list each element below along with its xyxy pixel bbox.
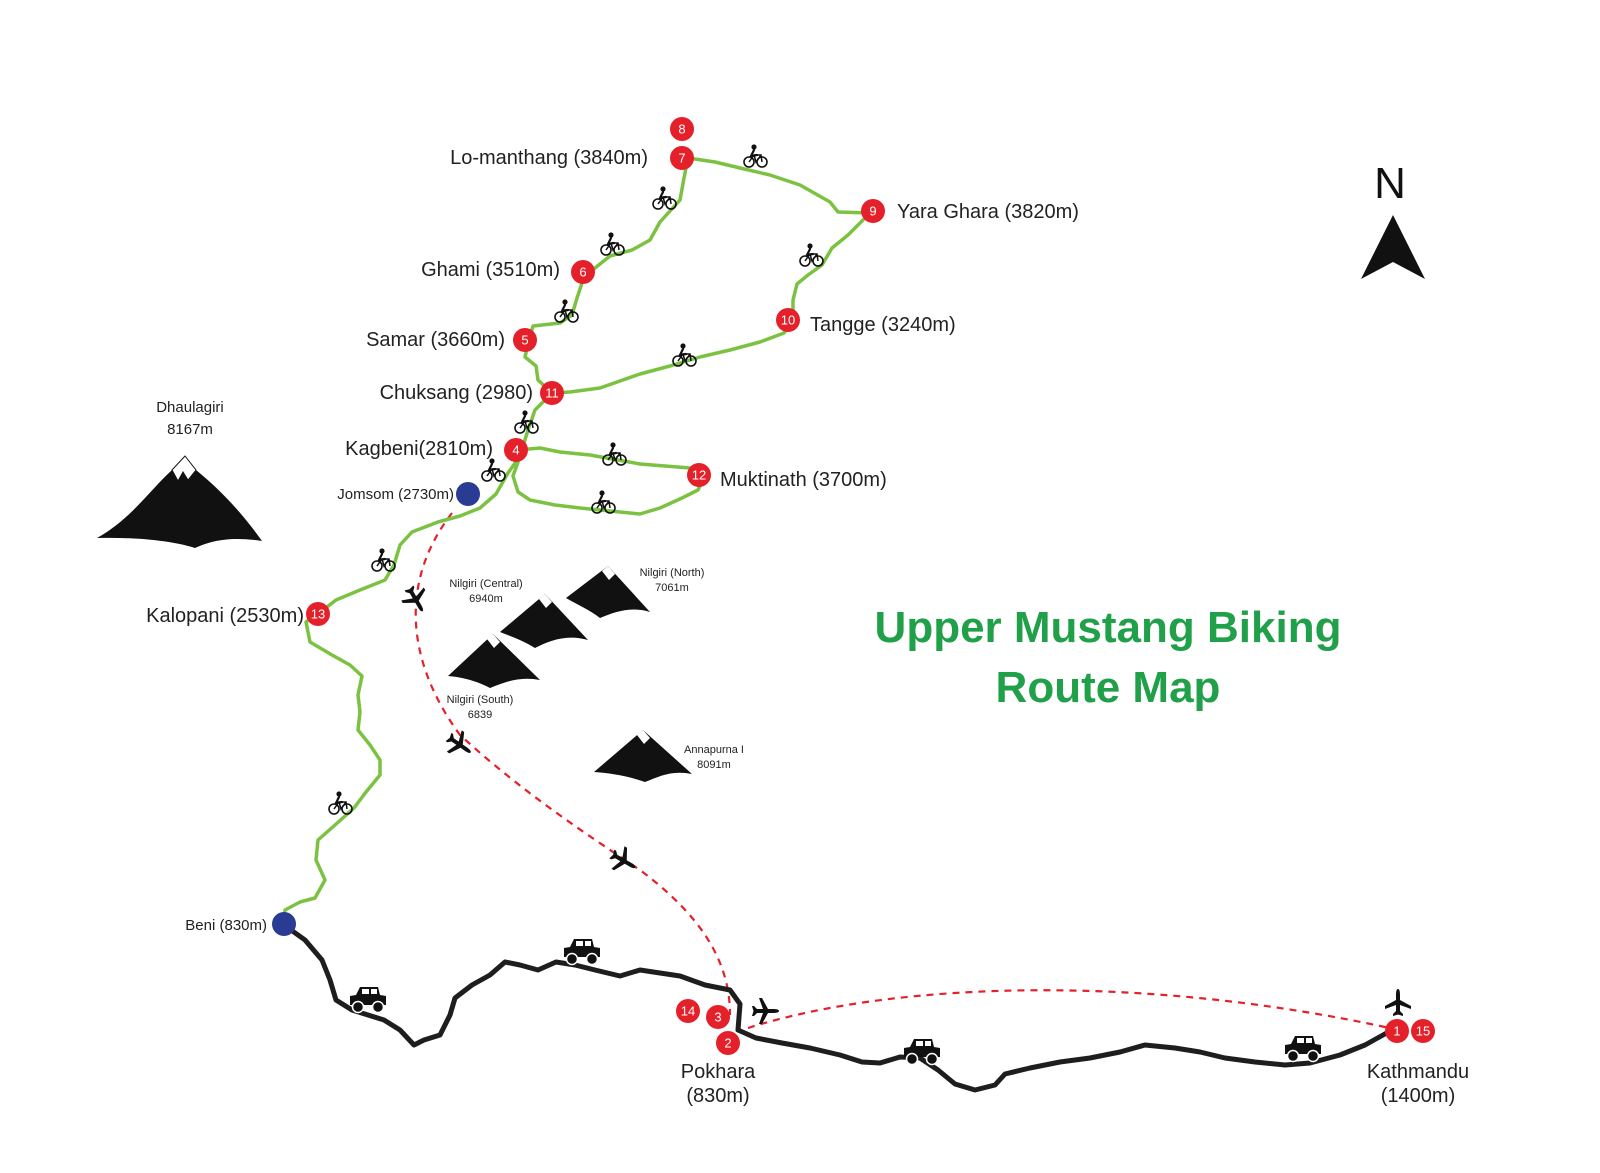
stop-label-elevation: (830m)	[686, 1085, 749, 1107]
stop-badge: 15	[1416, 1024, 1430, 1039]
stop-pokhara: 14 3 2 Pokhara (830m)	[676, 999, 756, 1107]
stop-label: Pokhara	[681, 1061, 756, 1083]
mountain-dhaulagiri: Dhaulagiri 8167m	[97, 399, 262, 548]
stop-badge: 5	[521, 333, 528, 348]
map-title-line1: Upper Mustang Biking	[875, 603, 1342, 652]
stop-label: Ghami (3510m)	[421, 259, 560, 281]
stop-kathmandu: 1 15 Kathmandu (1400m)	[1367, 1019, 1469, 1107]
mountain-name: Nilgiri (North)	[640, 567, 705, 579]
stop-badge: 13	[311, 607, 325, 622]
stop-badge: 14	[681, 1004, 695, 1019]
waypoint-jomsom: Jomsom (2730m)	[337, 482, 480, 506]
stop-label: Yara Ghara (3820m)	[897, 201, 1079, 223]
waypoint-label: Beni (830m)	[185, 917, 267, 934]
stop-tangge: 10 Tangge (3240m)	[776, 308, 956, 336]
stop-badge: 10	[781, 313, 795, 328]
mountain-height: 7061m	[655, 582, 689, 594]
stop-badge: 3	[714, 1010, 721, 1025]
stop-label: Tangge (3240m)	[810, 314, 956, 336]
airplane-icon	[1385, 989, 1411, 1016]
stop-badge: 11	[545, 386, 559, 401]
jeep-icon	[349, 986, 387, 1014]
north-arrow-icon: N	[1361, 159, 1425, 279]
stop-kagbeni: 4 Kagbeni(2810m)	[345, 438, 528, 462]
stop-label: Kathmandu	[1367, 1061, 1469, 1083]
stop-samar: 5 Samar (3660m)	[366, 328, 537, 352]
mountain-nilgiri-south: Nilgiri (South) 6839	[447, 634, 540, 721]
mountain-annapurna-1: Annapurna I 8091m	[594, 730, 744, 782]
stop-badge: 8	[678, 122, 685, 137]
jeep-icon	[563, 938, 601, 966]
bicycle-icon	[742, 143, 769, 169]
stop-lo-manthang: 8 7 Lo-manthang (3840m)	[450, 117, 694, 170]
stop-badge: 2	[724, 1036, 731, 1051]
bicycle-icon	[798, 242, 825, 268]
airplane-icon	[441, 726, 479, 764]
mountain-nilgiri-central: Nilgiri (Central) 6940m	[449, 578, 588, 648]
stop-label: Samar (3660m)	[366, 329, 505, 351]
flight-route-jomsom-pokhara	[414, 512, 732, 1016]
mountain-name: Dhaulagiri	[156, 399, 224, 416]
map-title-line2: Route Map	[996, 663, 1221, 712]
north-label: N	[1374, 159, 1406, 208]
mountain-name: Annapurna I	[684, 744, 744, 756]
stop-label: Kalopani (2530m)	[146, 605, 304, 627]
mountain-height: 6940m	[469, 593, 503, 605]
stop-badge: 7	[678, 151, 685, 166]
stop-ghami: 6 Ghami (3510m)	[421, 259, 595, 284]
stop-label: Muktinath (3700m)	[720, 469, 887, 491]
stop-badge: 6	[579, 265, 586, 280]
stop-label: Kagbeni(2810m)	[345, 438, 493, 460]
stop-label-elevation: (1400m)	[1381, 1085, 1455, 1107]
stop-kalopani: 13 Kalopani (2530m)	[146, 602, 330, 627]
waypoint-label: Jomsom (2730m)	[337, 486, 454, 503]
mountain-nilgiri-north: Nilgiri (North) 7061m	[566, 566, 704, 618]
stop-badge: 1	[1393, 1024, 1400, 1039]
jeep-route-beni-pokhara-kathmandu	[281, 922, 1395, 1093]
stop-badge: 9	[869, 204, 876, 219]
mountain-height: 6839	[468, 709, 492, 721]
stop-badge: 4	[512, 443, 519, 458]
mountain-height: 8167m	[167, 421, 213, 438]
stop-yara-ghara: 9 Yara Ghara (3820m)	[861, 199, 1079, 223]
flight-route-pokhara-kathmandu	[747, 989, 1395, 1031]
stop-chuksang: 11 Chuksang (2980)	[380, 381, 564, 405]
mountain-height: 8091m	[697, 759, 731, 771]
mountain-name: Nilgiri (Central)	[449, 578, 522, 590]
waypoint-beni: Beni (830m)	[185, 912, 296, 936]
stop-label: Lo-manthang (3840m)	[450, 147, 648, 169]
mountain-name: Nilgiri (South)	[447, 694, 514, 706]
airplane-icon	[605, 842, 642, 879]
stop-label: Chuksang (2980)	[380, 382, 533, 404]
bicycle-icon	[480, 457, 507, 483]
jeep-icon	[1284, 1035, 1322, 1063]
stop-badge: 12	[692, 468, 706, 483]
stop-muktinath: 12 Muktinath (3700m)	[687, 463, 887, 491]
